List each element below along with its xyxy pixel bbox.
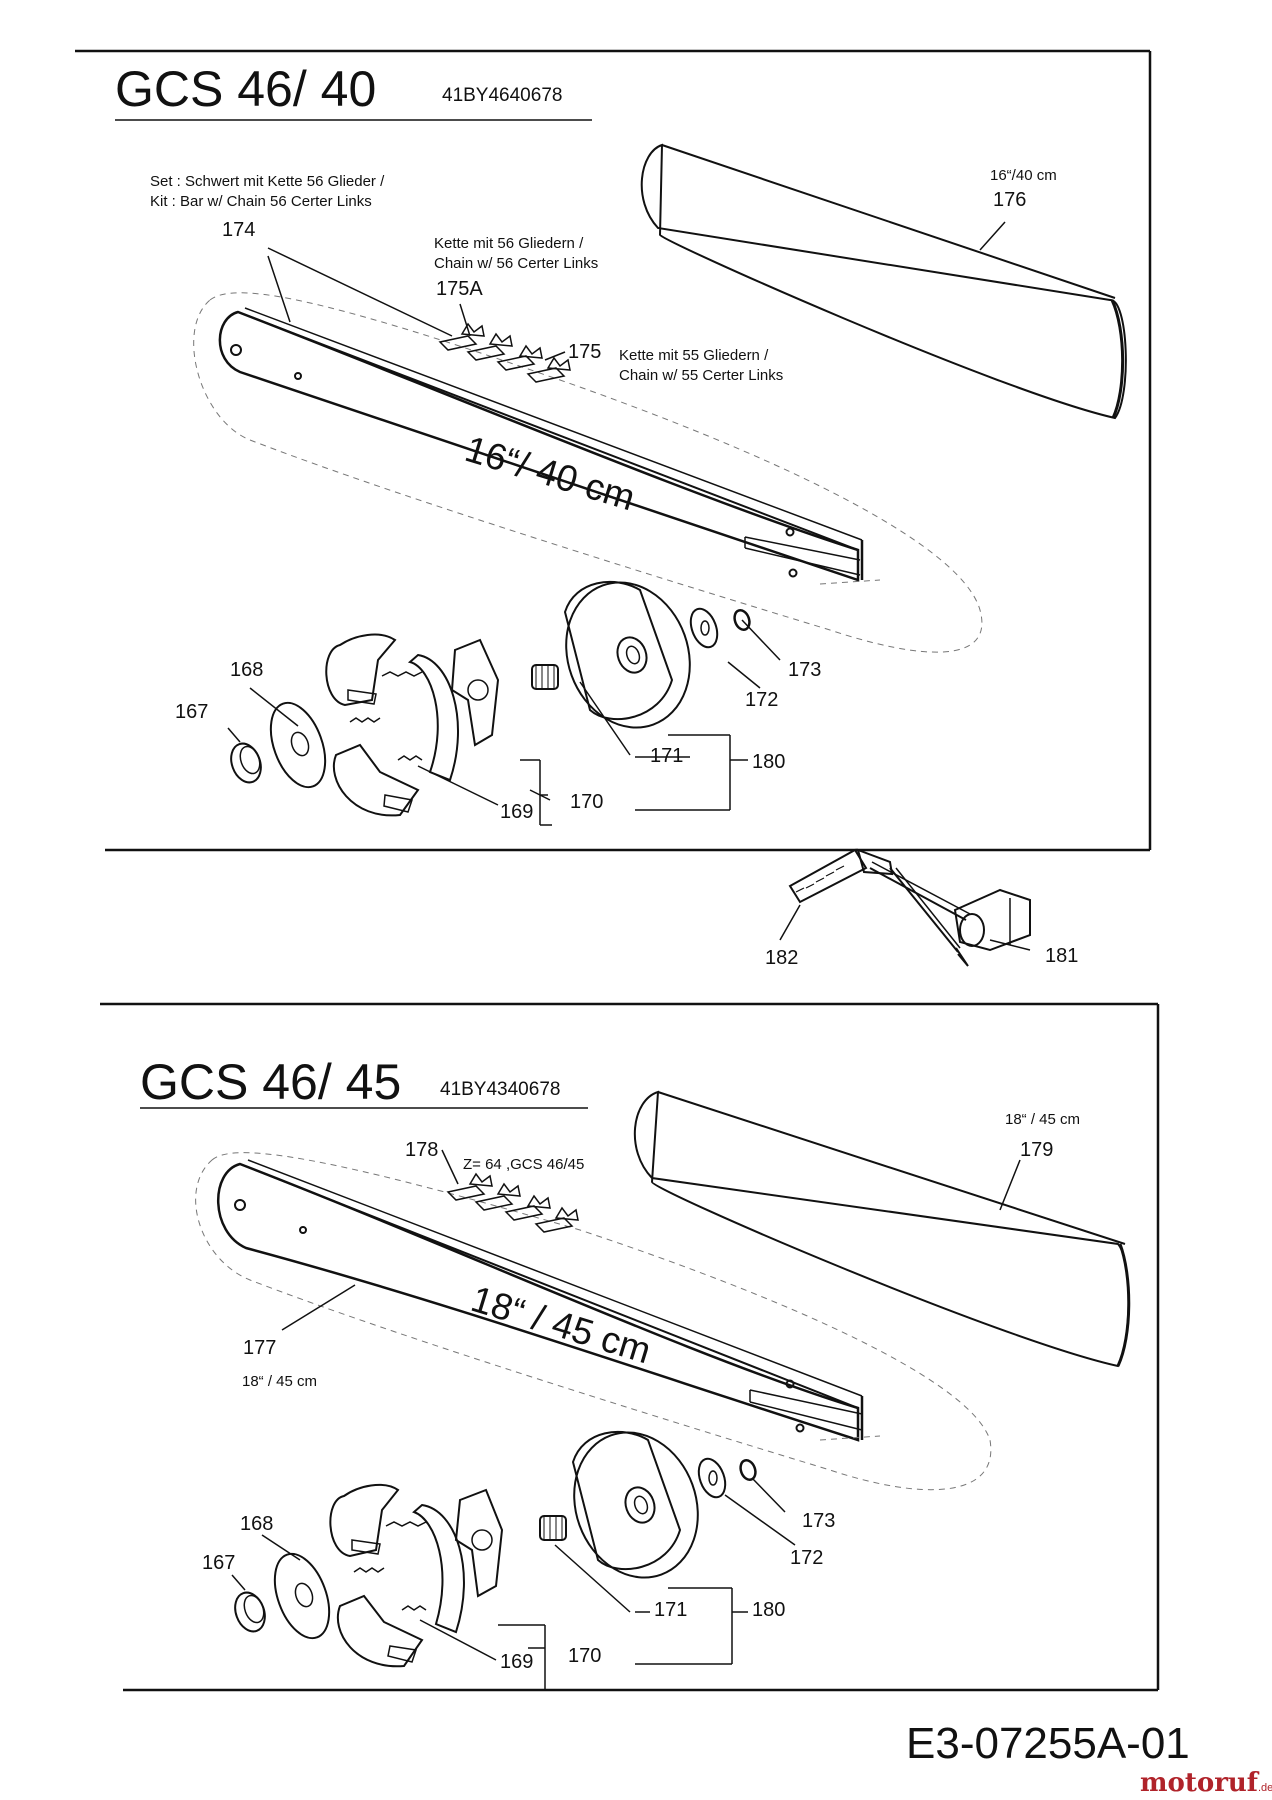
guide-bar-174 <box>218 307 864 582</box>
upper-part-label-170: 170 <box>570 791 604 813</box>
upper-set-note-line2: Kit : Bar w/ Chain 56 Certer Links <box>150 193 372 211</box>
part-label-178: 178 <box>405 1139 439 1161</box>
spare-bar-179 <box>633 1090 1131 1368</box>
lower-part-label-180: 180 <box>752 1599 786 1621</box>
part-label-174: 174 <box>222 219 256 241</box>
bar-outline-lower <box>195 1152 992 1491</box>
part-label-179: 179 <box>1020 1139 1054 1161</box>
leader-lines-lower <box>231 1149 1021 1691</box>
part-label-175a: 175A <box>436 278 483 300</box>
upper-model-code: 41BY4640678 <box>442 85 563 106</box>
lower-part-label-172: 172 <box>790 1547 824 1569</box>
upper-part-label-169: 169 <box>500 801 534 823</box>
lower-part-label-167: 167 <box>202 1552 236 1574</box>
clutch-assembly-upper <box>230 633 559 817</box>
part-label-181: 181 <box>1045 945 1079 967</box>
upper-frame <box>75 49 1152 852</box>
upper-part-label-168: 168 <box>230 659 264 681</box>
upper-bar-size-note: 16“/40 cm <box>990 167 1057 184</box>
part-label-176: 176 <box>993 189 1027 211</box>
part-label-177: 177 <box>243 1337 277 1359</box>
part-label-175: 175 <box>568 341 602 363</box>
drawing-number: E3-07255A-01 <box>906 1719 1190 1768</box>
upper-chain55-note: Kette mit 55 Gliedern / Chain w/ 55 Cert… <box>619 346 783 387</box>
upper-chain55-line2: Chain w/ 55 Certer Links <box>619 367 784 385</box>
bar-outline-upper <box>193 292 983 653</box>
part-label-182: 182 <box>765 947 799 969</box>
upper-set-note: Set : Schwert mit Kette 56 Glieder / Kit… <box>150 172 384 213</box>
lower-part-label-168: 168 <box>240 1513 274 1535</box>
upper-part-label-167: 167 <box>175 701 209 723</box>
lower-part-label-169: 169 <box>500 1651 534 1673</box>
lower-part-label-170: 170 <box>568 1645 602 1667</box>
lower-z-note: Z= 64 ,GCS 46/45 <box>463 1156 585 1173</box>
upper-chain55-line1: Kette mit 55 Gliedern / <box>619 347 769 364</box>
leader-lines-upper <box>227 221 1006 826</box>
washer-ring-lower <box>697 1457 757 1499</box>
guide-bar-177 <box>217 1159 864 1442</box>
chain-links-upper <box>438 322 571 383</box>
brand-name: motoruf <box>1140 1768 1258 1798</box>
upper-model-title: GCS 46/ 40 <box>115 61 377 117</box>
upper-chain56-line1: Kette mit 56 Gliedern / <box>434 235 584 252</box>
upper-set-note-line1: Set : Schwert mit Kette 56 Glieder / <box>150 173 385 190</box>
upper-part-label-171: 171 <box>650 745 684 767</box>
lower-frame <box>100 1002 1160 1692</box>
brand-tld: .de <box>1258 1782 1272 1794</box>
tool-wrench-181 <box>869 861 1031 952</box>
lower-part-label-171: 171 <box>654 1599 688 1621</box>
lower-model-title: GCS 46/ 45 <box>140 1054 402 1110</box>
clutch-assembly-lower <box>234 1483 567 1668</box>
clutch-drum-lower <box>571 1430 699 1579</box>
upper-part-label-180: 180 <box>752 751 786 773</box>
washer-ring-upper <box>689 607 751 649</box>
lower-bar-size-note-2: 18“ / 45 cm <box>242 1373 318 1390</box>
chain-links-lower <box>446 1172 579 1233</box>
tool-screwdriver-182 <box>779 848 969 967</box>
brand-logo: motoruf.de <box>1140 1770 1272 1796</box>
lower-part-label-173: 173 <box>802 1510 836 1532</box>
lower-model-code: 41BY4340678 <box>440 1079 561 1100</box>
clutch-drum-upper <box>563 580 691 729</box>
upper-chain56-note: Kette mit 56 Gliedern / Chain w/ 56 Cert… <box>434 234 598 275</box>
upper-chain56-line2: Chain w/ 56 Certer Links <box>434 255 599 273</box>
spare-bar-176 <box>640 143 1127 420</box>
upper-part-label-172: 172 <box>745 689 779 711</box>
upper-part-label-173: 173 <box>788 659 822 681</box>
lower-bar-size-note: 18“ / 45 cm <box>1005 1111 1081 1128</box>
